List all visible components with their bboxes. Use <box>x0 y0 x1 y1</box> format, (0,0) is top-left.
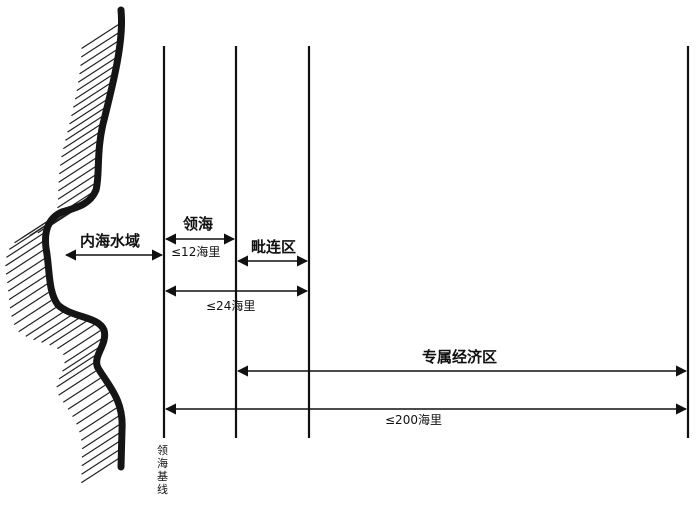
hatch-stroke <box>65 115 103 141</box>
hatch-stroke <box>13 299 52 325</box>
hatch-stroke <box>69 99 107 125</box>
hatch-stroke <box>14 218 52 244</box>
hatch-stroke <box>58 370 96 396</box>
hatch-stroke <box>7 266 46 292</box>
hatch-stroke <box>8 275 47 301</box>
hatch-stroke <box>81 441 120 467</box>
hatch-stroke <box>41 317 79 343</box>
hatch-stroke <box>67 384 106 410</box>
hatch-stroke <box>80 40 118 66</box>
hatch-stroke <box>5 249 44 275</box>
coastline <box>42 6 126 471</box>
hatch-stroke <box>76 399 114 425</box>
hatch-stroke <box>63 124 101 150</box>
hatch-stroke <box>8 224 47 250</box>
hatch-stroke <box>5 241 43 267</box>
hatch-stroke <box>49 320 88 346</box>
territorial-sea-label: 领海 <box>183 215 214 233</box>
eez-label: 专属经济区 <box>422 348 498 366</box>
coast-hatching-icon <box>5 23 120 484</box>
hatch-stroke <box>33 315 71 341</box>
hatch-stroke <box>80 458 119 484</box>
hatch-stroke <box>72 392 110 418</box>
hatch-stroke <box>62 377 101 403</box>
hatch-stroke <box>81 449 119 475</box>
hatch-stroke <box>62 346 100 372</box>
hatch-stroke <box>58 157 97 183</box>
hatch-stroke <box>64 338 102 364</box>
hatch-stroke <box>58 149 97 175</box>
hatch-stroke <box>76 66 115 92</box>
hatch-stroke <box>81 424 120 450</box>
hatch-stroke <box>81 432 120 458</box>
hatch-stroke <box>6 232 44 258</box>
internal-waters-label: 内海水域 <box>80 232 141 250</box>
hatch-stroke <box>72 82 111 108</box>
hatch-stroke <box>57 324 95 350</box>
hatch-stroke <box>81 23 119 49</box>
hatch-stroke <box>56 362 95 388</box>
hatch-stroke <box>58 166 96 192</box>
hatch-stroke <box>57 174 96 200</box>
hatch-stroke <box>81 415 119 441</box>
hatch-stroke <box>80 32 119 58</box>
hatch-stroke <box>58 354 97 380</box>
hatch-stroke <box>62 330 101 356</box>
contiguous-zone-label: 毗连区 <box>251 238 297 256</box>
hatch-stroke <box>9 283 48 309</box>
territorial-sea-limit-label: ≤12海里 <box>171 245 221 259</box>
hatch-stroke <box>67 107 105 133</box>
hatch-stroke <box>79 49 117 75</box>
hatch-stroke <box>18 307 57 333</box>
baseline-label: 领海基线 <box>157 444 168 496</box>
hatch-stroke <box>74 74 113 100</box>
eez-limit-label: ≤200海里 <box>385 413 442 427</box>
hatch-stroke <box>59 140 98 166</box>
hatch-stroke <box>71 91 109 117</box>
hatch-stroke <box>11 291 49 317</box>
hatch-stroke <box>6 258 45 284</box>
hatch-stroke <box>57 183 95 209</box>
hatch-stroke <box>77 57 116 83</box>
hatch-stroke <box>79 407 117 433</box>
contiguous-zone-limit-label: ≤24海里 <box>206 299 256 313</box>
hatch-stroke <box>61 132 99 158</box>
hatch-stroke <box>25 311 64 337</box>
